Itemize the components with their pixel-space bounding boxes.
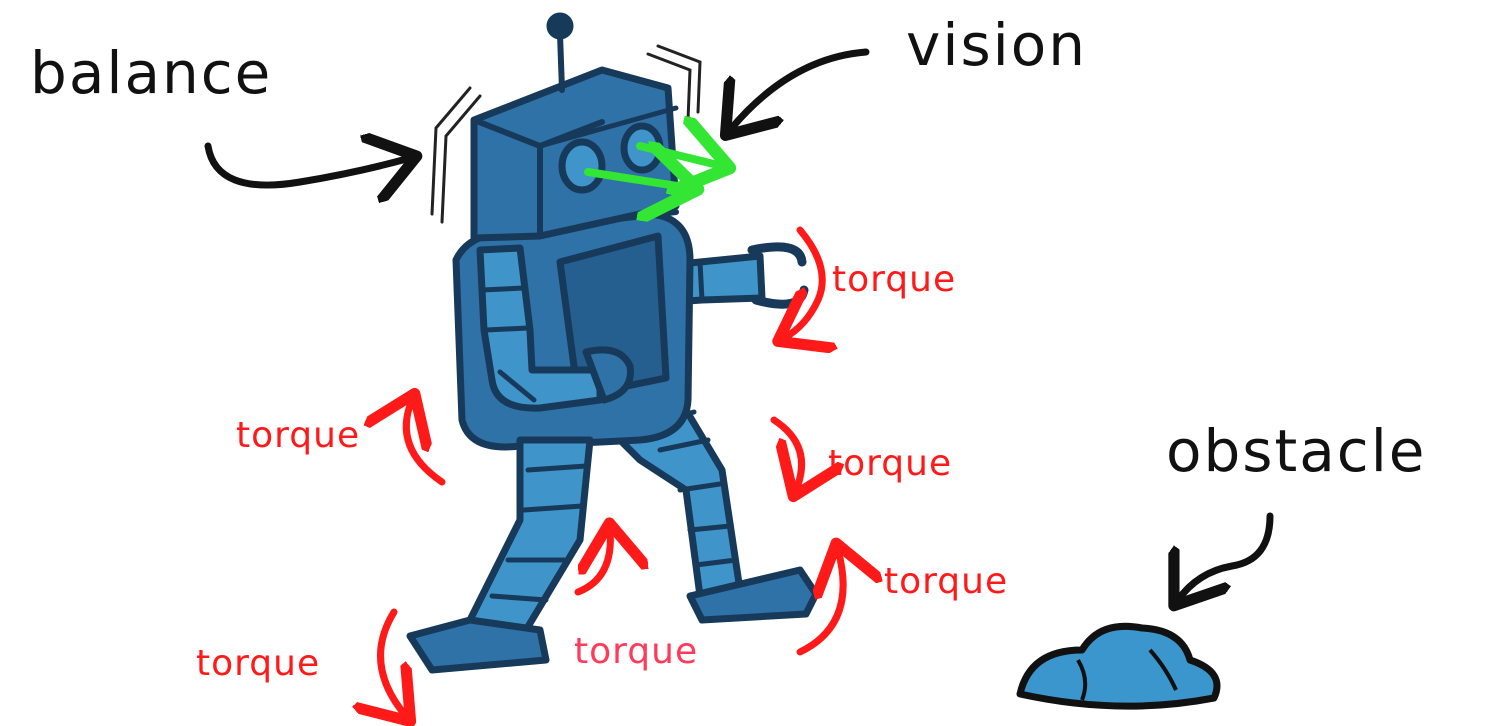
vision-label: vision — [906, 11, 1088, 79]
obstacle-label: obstacle — [1166, 417, 1427, 485]
robot-hand — [582, 346, 634, 404]
torque-arc-heel — [381, 608, 406, 716]
torque-arc-front-knee — [578, 530, 610, 596]
torque-arc-back-ankle — [796, 550, 843, 656]
vision-arrow — [730, 48, 870, 130]
torque-label-heel: torque — [196, 643, 321, 684]
balance-arrow — [204, 146, 410, 185]
robot-eye-left — [558, 138, 606, 194]
obstacle-arrow — [1178, 512, 1274, 600]
torque-arc-hand — [784, 226, 822, 338]
torque-label-back-ankle: torque — [884, 561, 1009, 602]
torque-arc-knee — [770, 416, 802, 490]
robot-antenna — [557, 31, 565, 93]
vision-rays — [584, 146, 722, 188]
robot-back-foot — [686, 566, 820, 624]
rock-icon — [1016, 622, 1221, 710]
torque-label-hand: torque — [832, 259, 957, 300]
robot-front-foot — [406, 616, 550, 674]
torque-arc-hip — [406, 400, 446, 486]
torque-label-hip: torque — [236, 415, 361, 456]
walking-robot-icon — [406, 12, 820, 674]
wobble-lines — [430, 44, 702, 224]
annotation-arrows — [204, 48, 1274, 600]
torque-label-knee: torque — [828, 443, 953, 484]
torque-label-front-ankle: torque — [574, 631, 699, 672]
balance-label: balance — [30, 39, 273, 107]
torque-arcs — [381, 226, 844, 716]
